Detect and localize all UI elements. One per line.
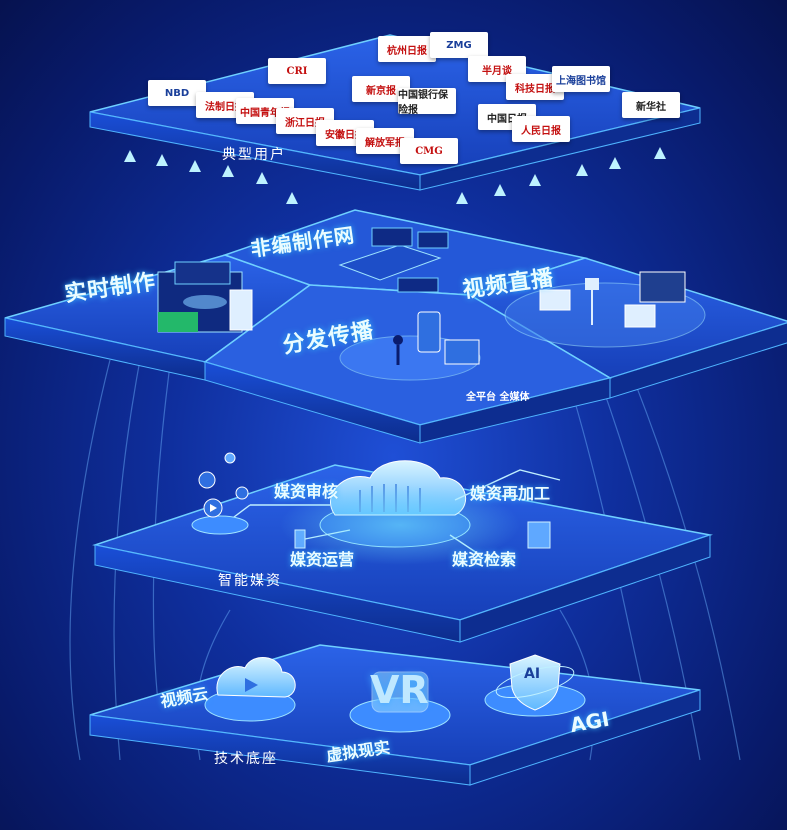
vr-icon xyxy=(349,671,451,733)
user-logo-text: CMG xyxy=(415,145,443,157)
ai-glyph: AI xyxy=(524,666,541,682)
vr-glyph: VR xyxy=(370,668,429,712)
user-logo-text: 浙江日报 xyxy=(285,117,325,129)
nonlinear-illustration xyxy=(338,227,449,293)
label-media-reprocess: 媒资再加工 xyxy=(470,484,551,503)
user-logo: 上海图书馆 xyxy=(552,66,610,92)
media-app-icon xyxy=(191,452,249,535)
studio-illustration xyxy=(157,261,253,333)
user-logo-text: 上海图书馆 xyxy=(556,75,606,87)
user-logo-text: 杭州日报 xyxy=(387,45,427,57)
label-media-operate: 媒资运营 xyxy=(290,550,355,569)
user-logo-text: CRI xyxy=(286,65,308,77)
user-logo: 新华社 xyxy=(622,92,680,118)
layer-label-tech: 技术底座 xyxy=(214,751,278,767)
user-logo: ZMG xyxy=(430,32,488,58)
user-logo: 杭州日报 xyxy=(378,36,436,62)
user-logo: CMG xyxy=(400,138,458,164)
user-logo-text: 新京报 xyxy=(366,85,396,97)
user-logo-text: 中国日报 xyxy=(487,113,527,125)
user-logo-text: 科技日报 xyxy=(515,83,555,95)
ai-shield-icon xyxy=(484,654,586,717)
user-logo-text: 法制日报 xyxy=(205,101,245,113)
user-logo-text: 人民日报 xyxy=(521,125,561,137)
video-cloud-icon xyxy=(204,657,296,722)
distribute-illustration xyxy=(339,311,481,381)
user-logo-text: 安徽日报 xyxy=(325,129,365,141)
user-logo: 人民日报 xyxy=(512,116,570,142)
user-logo-text: ZMG xyxy=(446,39,472,51)
label-media-audit: 媒资审核 xyxy=(274,482,339,501)
user-logo-text: 半月谈 xyxy=(482,65,512,77)
layer-label-media: 智能媒资 xyxy=(218,573,282,589)
label-media-search: 媒资检索 xyxy=(452,550,517,569)
center-glow xyxy=(280,485,520,565)
user-logo: CRI xyxy=(268,58,326,84)
user-logo-text: 中国青年报 xyxy=(240,107,290,119)
platform-tag: 全平台 全媒体 xyxy=(466,392,530,403)
user-logo-text: 解放军报 xyxy=(365,137,405,149)
live-illustration xyxy=(504,271,706,348)
user-logo-text: 新华社 xyxy=(636,101,666,113)
user-logo-text: NBD xyxy=(164,87,190,99)
arrow-heads xyxy=(124,147,666,204)
user-logo-text: 中国银行保险报 xyxy=(398,90,448,114)
user-logo: 中国银行保险报 xyxy=(398,88,456,114)
layer-label-users: 典型用户 xyxy=(222,147,286,163)
upward-arrows xyxy=(129,155,661,285)
